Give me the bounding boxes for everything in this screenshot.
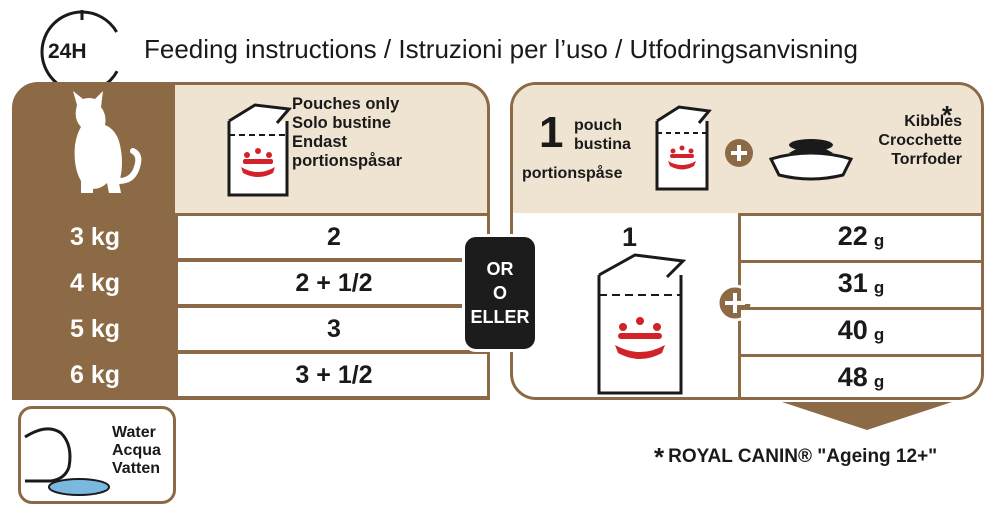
- asterisk: *: [654, 442, 665, 472]
- arrow-down-icon: [782, 402, 952, 430]
- kibble-grams: 31: [837, 268, 868, 298]
- water-label: Water Acqua Vatten: [112, 424, 161, 478]
- pouch-icon: [655, 105, 712, 191]
- pouch-quantity: 3: [178, 308, 487, 350]
- cat-header-cell: [15, 85, 175, 213]
- pouch-icon: [227, 103, 292, 197]
- water-word: Vatten: [112, 460, 161, 477]
- pouches-only-label: Pouches only Solo bustine Endast portion…: [292, 95, 402, 171]
- portion-word: portionspåse: [522, 165, 623, 182]
- cat-icon: [73, 91, 142, 193]
- pouch-word-label: pouch bustina: [574, 116, 631, 154]
- pouch-header-line: Solo bustine: [292, 114, 391, 132]
- or-word: ELLER: [470, 307, 530, 327]
- grams-unit: g: [873, 371, 885, 391]
- or-badge: OR O ELLER: [462, 234, 538, 352]
- kibble-grams: 22: [837, 221, 868, 251]
- pouch-header-cell: [175, 85, 487, 213]
- water-box: [18, 406, 176, 504]
- weight-label: 6 kg: [69, 360, 121, 389]
- kibble-grams: 40: [837, 315, 868, 345]
- or-word: O: [492, 283, 507, 303]
- weight-label: 5 kg: [69, 314, 121, 343]
- kibbles-word: Kibbles: [904, 113, 962, 130]
- or-word: OR: [486, 259, 514, 279]
- grams-unit: g: [873, 324, 885, 344]
- pouch-header-line: portionspåsar: [292, 152, 403, 170]
- pouch-icon: [597, 253, 687, 395]
- footnote: *ROYAL CANIN® "Ageing 12+": [654, 442, 937, 473]
- pouch-word: bustina: [574, 136, 631, 153]
- kibbles-label: Kibbles Crocchette Torrfoder: [862, 112, 962, 169]
- water-word: Water: [112, 424, 156, 441]
- water-word: Acqua: [112, 442, 161, 459]
- page-title: Feeding instructions / Istruzioni per l’…: [144, 34, 858, 64]
- water-bowl-icon: [24, 427, 110, 496]
- kibbles-word: Torrfoder: [891, 151, 962, 168]
- kibble-grams: 48: [837, 362, 868, 392]
- pouch-quantity: 2 + 1/2: [178, 262, 487, 304]
- pouch-quantity: 1: [622, 222, 638, 252]
- kibbles-word: Crocchette: [878, 132, 962, 149]
- grams-unit: g: [873, 230, 885, 250]
- asterisk: *: [942, 100, 953, 130]
- pouch-quantity: 2: [178, 216, 487, 258]
- grams-unit: g: [873, 277, 885, 297]
- plus-icon: [725, 139, 753, 167]
- weight-label: 3 kg: [69, 222, 121, 251]
- clock-label: 24H: [48, 40, 87, 63]
- pouch-word: pouch: [574, 117, 622, 134]
- pouch-header-line: Endast: [292, 133, 348, 151]
- weight-label: 4 kg: [69, 268, 121, 297]
- mixed-header-cell: [513, 85, 981, 213]
- kibble-bowl-icon: [768, 139, 854, 181]
- pouch-quantity: 3 + 1/2: [178, 354, 487, 396]
- pouch-count-number: 1: [539, 108, 564, 157]
- pouches-only-table: 3 kg 2 4 kg 2 + 1/2 5 kg 3 6 kg 3 + 1/2: [12, 82, 490, 400]
- footnote-text: ROYAL CANIN® "Ageing 12+": [668, 446, 938, 467]
- pouch-header-line: Pouches only: [292, 95, 400, 113]
